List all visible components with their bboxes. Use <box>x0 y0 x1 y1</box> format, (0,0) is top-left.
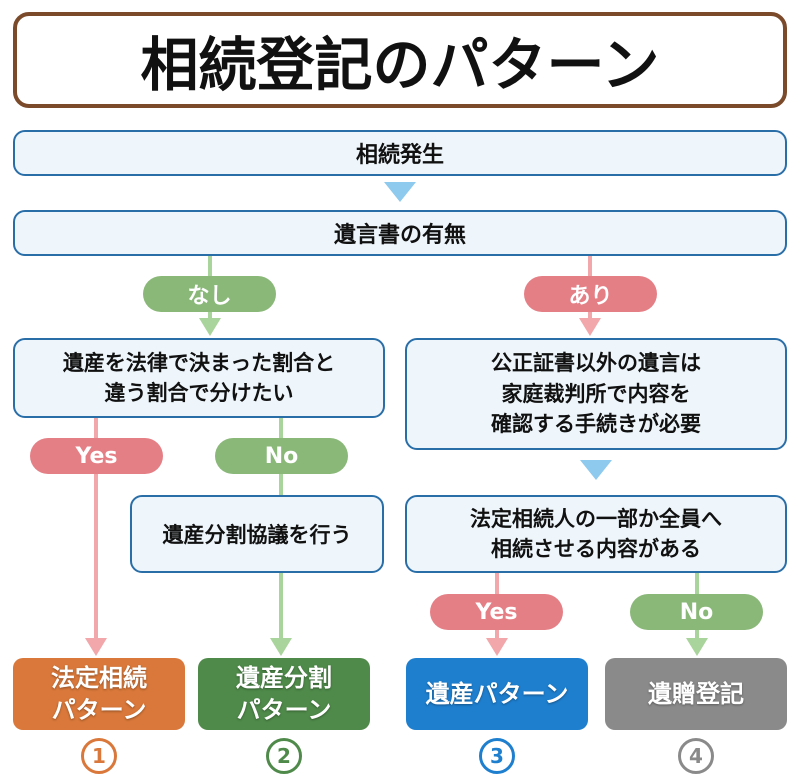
branch-left-yes: Yes <box>30 438 163 474</box>
page-title: 相続登記のパターン <box>13 12 787 108</box>
result-number-1: 1 <box>81 738 117 774</box>
node-division-agreement: 遺産分割協議を行う <box>130 495 384 573</box>
node-court-probate-note: 公正証書以外の遺言は 家庭裁判所で内容を 確認する手続きが必要 <box>405 338 787 450</box>
arrow-court-to-heir <box>580 460 612 480</box>
arrow-start-to-will <box>384 182 416 202</box>
arrow-to-result1 <box>85 638 107 656</box>
result-bequest-registration: 遺贈登記 <box>605 658 787 730</box>
node-question-heir-bequest: 法定相続人の一部か全員へ 相続させる内容がある <box>405 495 787 573</box>
arrow-to-result4 <box>686 638 708 656</box>
result-number-3: 3 <box>479 738 515 774</box>
result-number-2: 2 <box>266 738 302 774</box>
branch-left-no: No <box>215 438 348 474</box>
node-inheritance-start: 相続発生 <box>13 130 787 176</box>
branch-exists: あり <box>524 276 657 312</box>
result-estate-pattern: 遺産パターン <box>406 658 588 730</box>
arrow-to-result3 <box>486 638 508 656</box>
node-question-custom-share: 遺産を法律で決まった割合と 違う割合で分けたい <box>13 338 385 418</box>
branch-right-no: No <box>630 594 763 630</box>
branch-none: なし <box>143 276 276 312</box>
arrow-none-to-question <box>199 318 221 336</box>
result-legal-share-pattern: 法定相続 パターン <box>13 658 185 730</box>
node-will-exists: 遺言書の有無 <box>13 210 787 256</box>
result-number-4: 4 <box>678 738 714 774</box>
arrow-exists-to-court <box>579 318 601 336</box>
arrow-to-result2 <box>270 638 292 656</box>
branch-right-yes: Yes <box>430 594 563 630</box>
result-division-pattern: 遺産分割 パターン <box>198 658 370 730</box>
